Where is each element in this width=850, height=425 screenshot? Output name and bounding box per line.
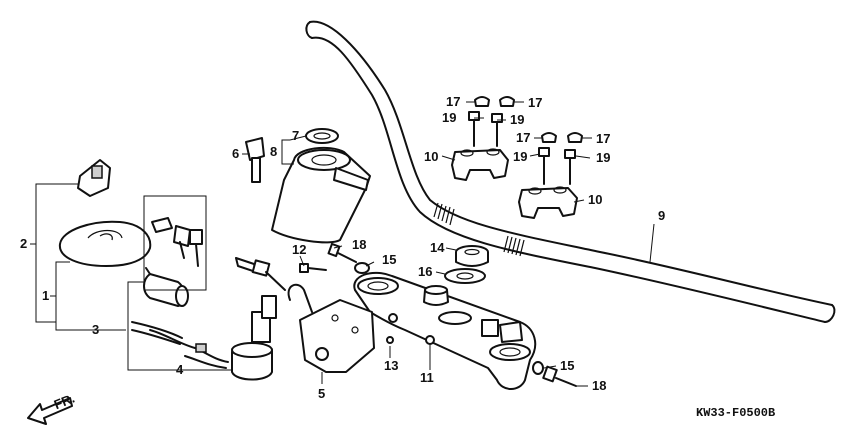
- callout-15-lower: 15: [560, 358, 574, 373]
- leader-lines: [30, 101, 655, 387]
- cap-cover: [58, 220, 152, 267]
- handlebar-holder-lower: [518, 186, 578, 219]
- handlebar-knurl-right: [503, 235, 525, 257]
- cap-17-c: [541, 132, 557, 143]
- switch-cover-8: [271, 146, 371, 244]
- washer-15-b: [532, 361, 544, 375]
- callout-15-upper: 15: [382, 252, 396, 267]
- cap-knob: [77, 159, 111, 197]
- key-6: [245, 137, 265, 183]
- callout-4: 4: [176, 362, 184, 377]
- front-direction-label: FR.: [52, 390, 77, 412]
- bolt-19-c: [538, 147, 550, 185]
- lock-cylinder: [143, 267, 189, 307]
- handlebar-holder-upper: [451, 148, 509, 181]
- cap-17-a: [474, 96, 490, 107]
- callout-19-c: 19: [513, 149, 527, 164]
- bolt-19-a: [468, 111, 480, 147]
- bolt-19-b: [491, 113, 503, 147]
- seal-7: [305, 128, 339, 144]
- cap-17-d: [567, 132, 583, 143]
- callout-19-d: 19: [596, 150, 610, 165]
- callout-16: 16: [418, 264, 432, 279]
- callout-13: 13: [384, 358, 398, 373]
- callout-7: 7: [292, 128, 299, 143]
- callout-1: 1: [42, 288, 49, 303]
- key-set: [151, 217, 203, 267]
- stay: [299, 299, 375, 373]
- callout-19-b: 19: [510, 112, 524, 127]
- callout-12: 12: [292, 242, 306, 257]
- washer-15-a: [354, 262, 370, 274]
- callout-19-a: 19: [442, 110, 456, 125]
- bracket-3: [127, 195, 232, 371]
- handlebar: [305, 20, 836, 323]
- callout-8: 8: [270, 144, 277, 159]
- callout-17-c: 17: [516, 130, 530, 145]
- cylinder-wiring: [131, 321, 183, 345]
- callout-14: 14: [430, 240, 445, 255]
- callout-2: 2: [20, 236, 27, 251]
- callout-11: 11: [420, 370, 434, 385]
- top-bridge: [353, 271, 537, 390]
- front-direction-arrow: [27, 397, 73, 425]
- ignition-switch: [149, 295, 277, 381]
- bracket-8: [281, 139, 294, 165]
- callout-9: 9: [658, 208, 665, 223]
- nut-14: [455, 245, 489, 267]
- callout-6: 6: [232, 146, 239, 161]
- washer-16: [444, 268, 486, 284]
- drawing-code: KW33-F0500B: [696, 406, 775, 420]
- cap-17-b: [499, 96, 515, 107]
- callout-17-a: 17: [446, 94, 460, 109]
- bolt-13: [386, 336, 394, 344]
- handlebar-knurl-left: [433, 202, 455, 226]
- callout-3: 3: [92, 322, 99, 337]
- bolt-19-d: [564, 149, 576, 185]
- wire-hook: [287, 283, 313, 313]
- callout-18-lower: 18: [592, 378, 606, 393]
- callout-10-upper: 10: [424, 149, 438, 164]
- bolt-18-b: [542, 365, 577, 387]
- callout-labels: 1 2 3 4 5 6 7 8 9 10 10 11 12 13 14 15 1…: [20, 94, 775, 420]
- callout-10-lower: 10: [588, 192, 602, 207]
- bolt-12: [299, 263, 327, 273]
- callout-17-d: 17: [596, 131, 610, 146]
- callout-5: 5: [318, 386, 325, 401]
- callout-18-upper: 18: [352, 237, 366, 252]
- bracket-1: [55, 261, 126, 331]
- ignition-key: [235, 257, 286, 291]
- bracket-2: [35, 183, 78, 323]
- callout-17-b: 17: [528, 95, 542, 110]
